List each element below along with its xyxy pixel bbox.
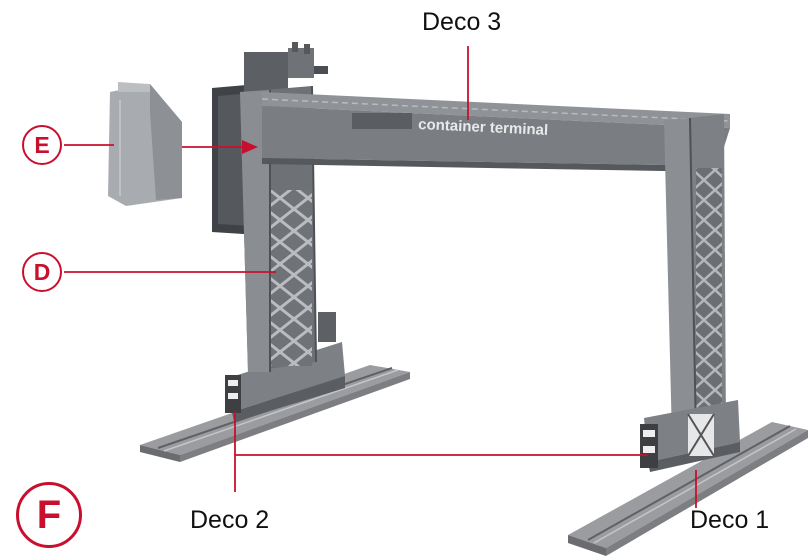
right-leg <box>664 114 726 438</box>
callout-e: E <box>22 125 62 165</box>
label-deco-2: Deco 2 <box>190 506 270 534</box>
leader-line-deco2 <box>234 454 648 492</box>
label-deco-1: Deco 1 <box>690 506 770 534</box>
label-deco-3: Deco 3 <box>422 8 502 36</box>
callout-d: D <box>22 252 62 292</box>
top-machinery <box>244 42 328 94</box>
cabin-part <box>108 82 182 206</box>
right-rail-base <box>568 422 808 556</box>
arrow-head-e <box>242 140 258 154</box>
callout-f: F <box>16 482 82 548</box>
right-bogie <box>640 400 740 472</box>
sign-text: container terminal <box>418 116 549 139</box>
sign-logo <box>352 113 412 129</box>
